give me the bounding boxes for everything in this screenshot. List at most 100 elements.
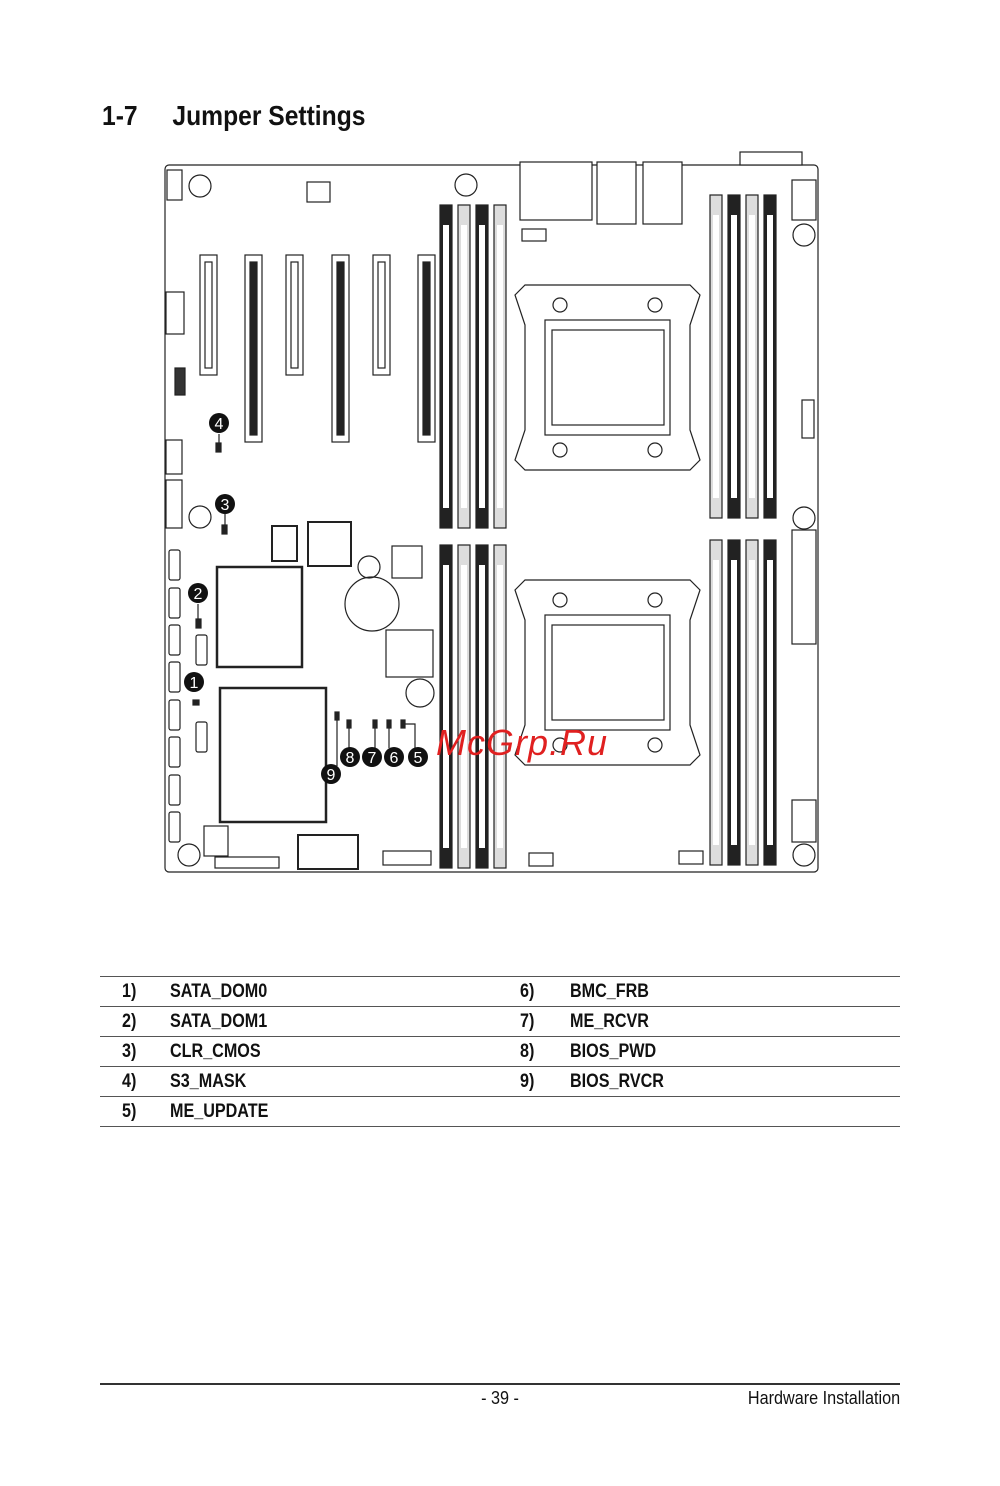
- header: [165, 479, 183, 529]
- socket-screw: [552, 592, 568, 608]
- dimm-slot-channel: [731, 215, 737, 498]
- marker-label: 3: [221, 497, 230, 514]
- jumper-marker-2: 2: [188, 583, 208, 603]
- marker-circle: [215, 494, 235, 514]
- jumper-number: 2): [122, 1011, 137, 1032]
- marker-circle: [209, 413, 229, 433]
- socket-screw: [552, 442, 568, 458]
- socket-screw: [647, 442, 663, 458]
- jumper-marker-5: 5: [408, 747, 428, 767]
- cpu-socket-lid: [551, 624, 665, 721]
- usb-port-block: [519, 161, 593, 221]
- marker-circle: [384, 747, 404, 767]
- socket-screw: [552, 737, 568, 753]
- power-connector: [791, 179, 817, 221]
- fan-header: [678, 850, 704, 865]
- mount-holes: [177, 173, 816, 867]
- dimm-slot-channel: [749, 560, 755, 845]
- jumper-number: 6): [520, 981, 535, 1002]
- socket-screw: [552, 297, 568, 313]
- pcie-slots: [199, 254, 436, 443]
- jumper-name: BIOS_RVCR: [570, 1071, 664, 1092]
- pcie-slot-channel: [249, 261, 258, 436]
- vga-port: [739, 151, 803, 166]
- marker-circle: [408, 747, 428, 767]
- jumper-marker-4: 4: [209, 413, 229, 433]
- marker-label: 2: [194, 586, 203, 603]
- header: [165, 439, 183, 475]
- marker-circle: [362, 747, 382, 767]
- dimm-slot-channel: [713, 560, 719, 845]
- marker-label: 6: [390, 750, 399, 767]
- cpu-socket-frame: [544, 319, 671, 436]
- dimm-slot-channel: [767, 560, 773, 845]
- dimm-slot-channel: [443, 225, 449, 508]
- jumper-name: BIOS_PWD: [570, 1041, 657, 1062]
- marker-label: 4: [215, 416, 224, 433]
- dimm-slot-channel: [461, 565, 467, 848]
- sata-port: [168, 736, 181, 768]
- sata-port: [168, 811, 181, 843]
- lan-port-1: [596, 161, 637, 225]
- header: [306, 181, 331, 203]
- socket-screw: [647, 297, 663, 313]
- jumper-number: 9): [520, 1071, 535, 1092]
- pcie-slot: [417, 254, 436, 443]
- cpu-socket: [514, 284, 701, 471]
- sata-port: [168, 587, 181, 619]
- connector: [391, 545, 423, 579]
- cpu-sockets: [514, 284, 701, 766]
- chip-square: [307, 521, 352, 567]
- dimm-slot-channel: [479, 565, 485, 848]
- marker-label: 8: [346, 750, 355, 767]
- chip-square-2: [385, 629, 434, 678]
- fan-header: [382, 850, 432, 866]
- jumper-number: 5): [122, 1101, 137, 1122]
- pcie-slot-channel: [377, 261, 386, 369]
- jumper-name: SATA_DOM0: [170, 981, 268, 1002]
- lan-port-2: [642, 161, 683, 225]
- header: [166, 169, 183, 201]
- power-connector: [791, 799, 817, 843]
- header: [174, 367, 186, 396]
- jumper-name: ME_UPDATE: [170, 1101, 269, 1122]
- front-panel-header: [214, 856, 280, 869]
- pcie-slot: [244, 254, 263, 443]
- jumper-number: 7): [520, 1011, 535, 1032]
- pcie-slot-channel: [336, 261, 345, 436]
- table-row: 1) SATA_DOM0 6) BMC_FRB: [100, 977, 900, 1007]
- sata-port: [168, 549, 181, 581]
- dimm-slot-channel: [497, 225, 503, 508]
- section-title: Jumper Settings: [172, 100, 366, 131]
- dimm-slot-channel: [443, 565, 449, 848]
- pcie-slot: [199, 254, 218, 376]
- pcie-slot: [331, 254, 350, 443]
- table-row: 5) ME_UPDATE: [100, 1097, 900, 1127]
- jumper-number: 1): [122, 981, 137, 1002]
- jumper-name: BMC_FRB: [570, 981, 649, 1002]
- jumper-marker-8: 8: [340, 747, 360, 767]
- socket-screw: [647, 592, 663, 608]
- sata-port: [168, 699, 181, 731]
- jumper-name: ME_RCVR: [570, 1011, 649, 1032]
- dimm-slots: [439, 194, 777, 869]
- dimm-slot-channel: [731, 560, 737, 845]
- sata-port: [168, 774, 181, 806]
- dimm-slot-channel: [497, 565, 503, 848]
- socket-screw: [647, 737, 663, 753]
- pcie-slot-channel: [290, 261, 299, 369]
- section-number: 1-7: [102, 100, 138, 131]
- dimm-slot-channel: [461, 225, 467, 508]
- marker-label: 1: [190, 675, 199, 692]
- pcie-slot: [372, 254, 391, 376]
- dimm-slot-channel: [749, 215, 755, 498]
- marker-circle: [340, 747, 360, 767]
- marker-circle: [184, 672, 204, 692]
- header: [165, 291, 185, 335]
- marker-label: 5: [414, 750, 423, 767]
